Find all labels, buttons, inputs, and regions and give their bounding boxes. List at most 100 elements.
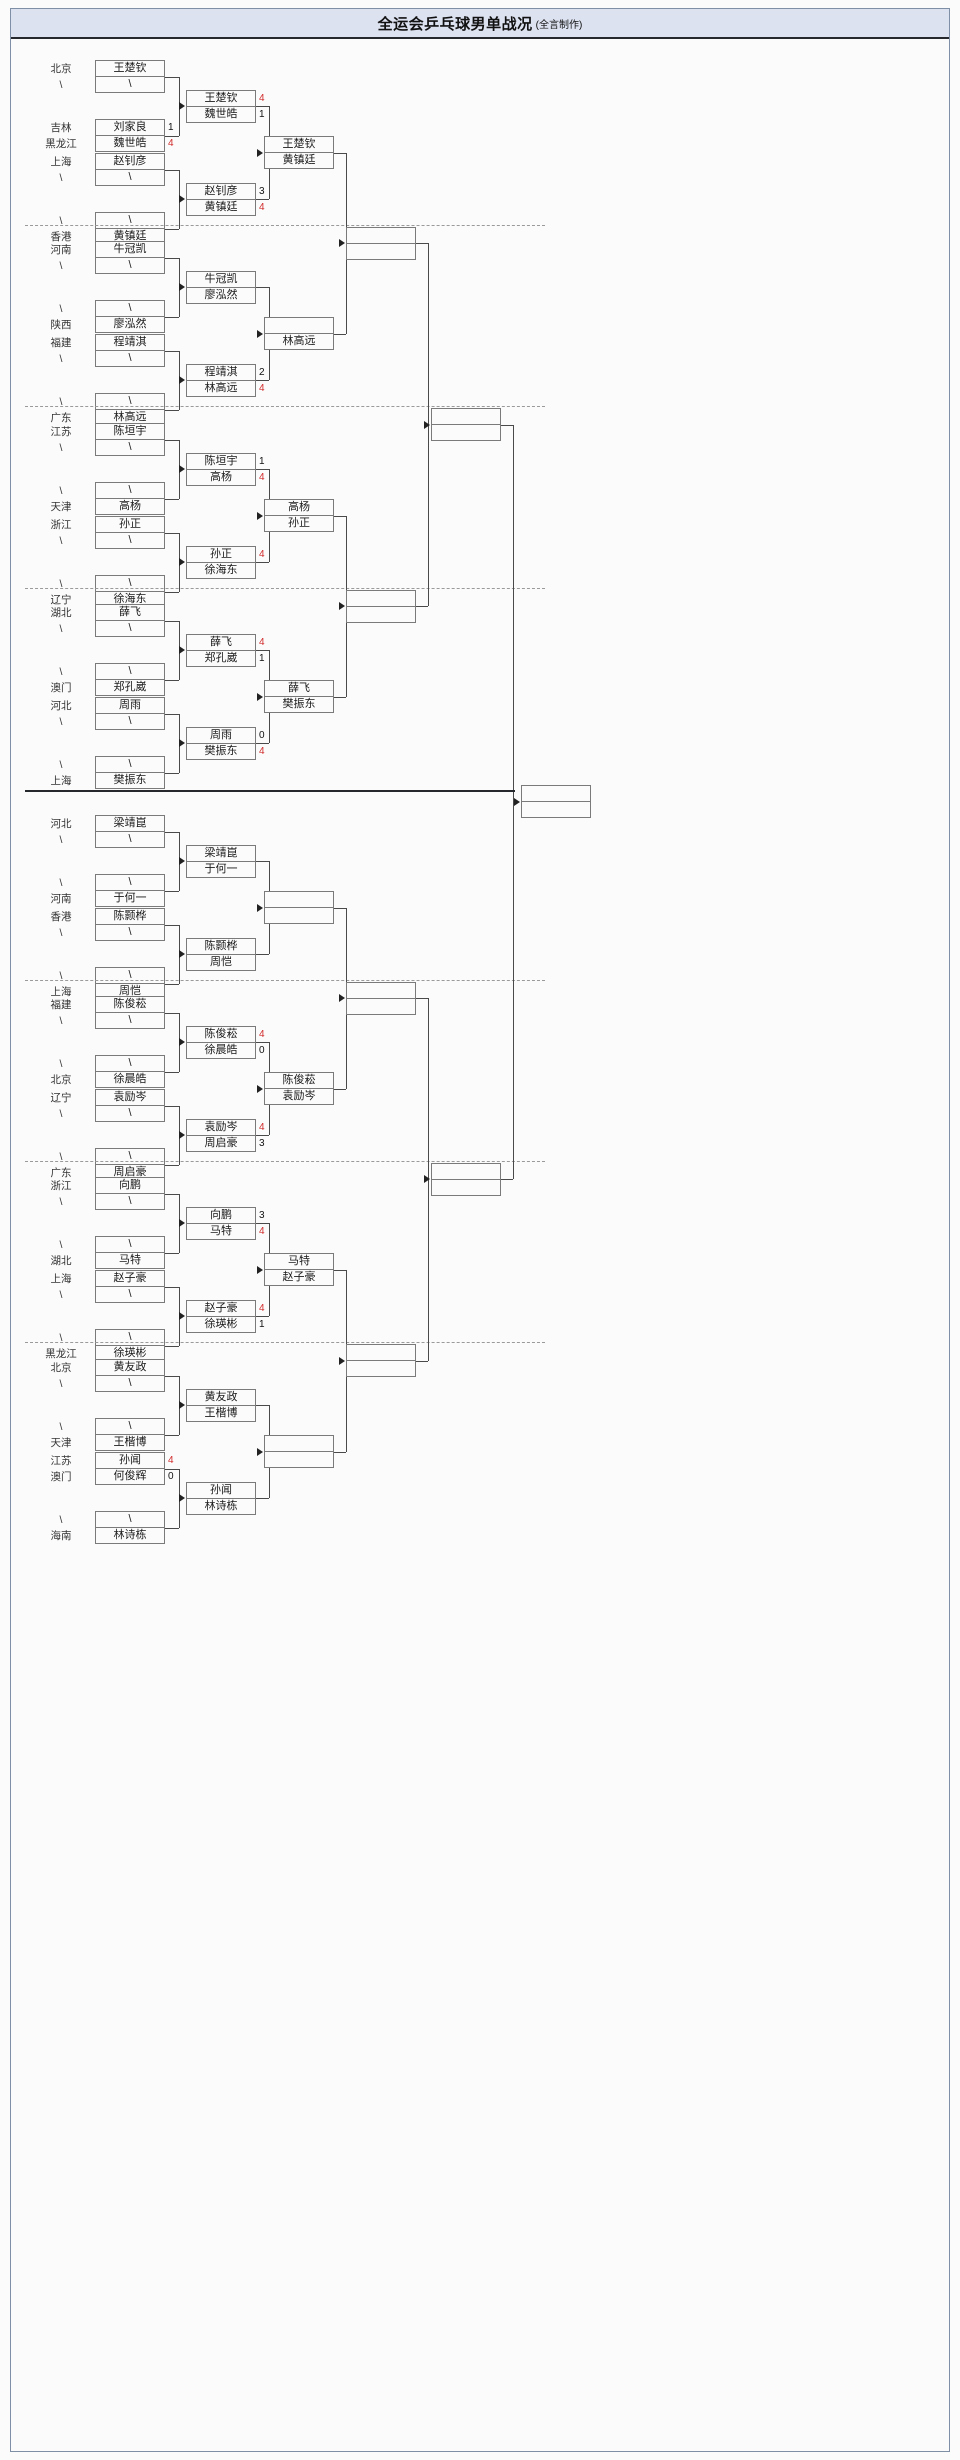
q4-prov-1-top: \ [59,666,63,678]
q7-prov-1-top: \ [59,1239,63,1251]
q8-r1-0-top: 黄友政 [95,1359,165,1376]
q6-r1-1-bottom: 徐晨皓 [95,1071,165,1088]
arrow-icon [257,1265,263,1274]
q3-r3-bottom: 孙正 [264,515,334,532]
q4-r3-top: 薛飞 [264,680,334,697]
q1-r1-0-top: 王楚钦 [95,60,165,77]
q1-prov-0-bottom: \ [59,79,63,91]
q7-prov-1-bottom: 湖北 [50,1255,72,1267]
arrow-icon [424,420,430,429]
q7-r2-0-sc-top: 3 [259,1209,265,1221]
q7-r1-1-top: \ [95,1236,165,1253]
q1-r1-0-bottom: \ [95,76,165,93]
q7-r3-bottom: 赵子豪 [264,1269,334,1286]
q4-prov-1-bottom: 澳门 [50,682,72,694]
q2-r2-1-sc-bottom: 4 [259,382,265,394]
connector-line [334,152,346,154]
q7-prov-0-top: 浙江 [50,1180,72,1192]
q8-prov-3-bottom: 海南 [50,1530,72,1542]
q7-r3-top: 马特 [264,1253,334,1270]
q7-r1-3-top: \ [95,1329,165,1346]
arrow-icon [514,797,520,806]
q7-r1-2-bottom: \ [95,1286,165,1303]
q5-prov-0-bottom: \ [59,834,63,846]
q8-r1-1-top: \ [95,1418,165,1435]
q2-prov-2-top: 福建 [50,337,72,349]
q7-r1-0-bottom: \ [95,1193,165,1210]
q6-r2-1-bottom: 周启豪 [186,1134,256,1152]
q1-r1-2-bottom: \ [95,169,165,186]
q3-prov-0-top: 江苏 [50,426,72,438]
arrow-icon [339,1356,345,1365]
q8-r1-2-top: 孙闻 [95,1452,165,1469]
connector-line [256,650,269,651]
connector-line [165,924,179,926]
q2-r2-1-sc-top: 2 [259,366,265,378]
connector-line [334,907,346,909]
q8-r1-3-bottom: 林诗栋 [95,1527,165,1544]
connector-line [256,469,269,470]
q3-r1-3-top: \ [95,575,165,592]
connector-line [165,831,179,833]
q4-r2-1-top: 周雨 [186,726,256,744]
connector-line [165,1286,179,1288]
q3-r2-0-sc-top: 1 [259,455,265,467]
q3-r2-1-sc-top: 4 [259,548,265,560]
q2-r1-3-top: \ [95,393,165,410]
q3-r3-top: 高杨 [264,499,334,516]
q2-r3-bottom: 林高远 [264,333,334,350]
q7-r2-1-sc-top: 4 [259,1302,265,1314]
q5-r1-0-top: 梁靖崑 [95,815,165,832]
q2-prov-0-top: 河南 [50,244,72,256]
arrow-icon [179,1219,185,1227]
arrow-icon [179,558,185,566]
connector-line [165,983,179,985]
r4-c-top [346,981,416,999]
q4-prov-0-top: 湖北 [50,607,72,619]
q4-r1-1-top: \ [95,663,165,680]
q2-r3-top [264,317,334,334]
q3-r1-1-bottom: 高杨 [95,498,165,515]
r5-b-top [431,1162,501,1180]
arrow-icon [257,148,263,157]
connector-line [256,1316,269,1317]
connector-line [256,861,269,862]
q6-prov-2-top: 辽宁 [50,1092,72,1104]
q6-prov-2-bottom: \ [59,1108,63,1120]
q7-r2-1-top: 赵子豪 [186,1299,256,1317]
q8-r1-2-sc-bottom: 0 [168,1471,174,1482]
connector-line [165,439,179,441]
connector-line [165,1105,179,1107]
q6-prov-1-bottom: 北京 [50,1074,72,1086]
q8-r2-1-top: 孙闻 [186,1481,256,1499]
connector-line [334,1269,346,1271]
q2-prov-3-bottom: 广东 [50,412,72,424]
r4-b-bottom [346,605,416,623]
q4-r1-0-bottom: \ [95,620,165,637]
q6-r1-0-bottom: \ [95,1012,165,1029]
arrow-icon [179,857,185,865]
q4-prov-3-top: \ [59,759,63,771]
connector-line [256,562,269,563]
connector-line [165,1164,179,1166]
q8-prov-3-top: \ [59,1514,63,1526]
q4-r1-3-bottom: 樊振东 [95,772,165,789]
q5-r1-0-bottom: \ [95,831,165,848]
connector-line [501,1179,513,1181]
q1-r1-1-top: 刘家良 [95,119,165,136]
arrow-icon [257,511,263,520]
q3-prov-1-bottom: 天津 [50,501,72,513]
q7-r2-0-top: 向鹏 [186,1206,256,1224]
q5-prov-2-bottom: \ [59,927,63,939]
q4-prov-3-bottom: 上海 [50,775,72,787]
q7-r2-0-bottom: 马特 [186,1222,256,1240]
q3-r1-2-top: 孙正 [95,516,165,533]
connector-line [256,1223,269,1224]
q6-r1-3-top: \ [95,1148,165,1165]
connector-line [256,199,269,200]
q3-prov-3-bottom: 辽宁 [50,594,72,606]
connector-line [165,620,179,622]
q5-prov-1-bottom: 河南 [50,893,72,905]
q1-r2-1-sc-top: 3 [259,185,265,197]
section-divider [25,1342,545,1343]
